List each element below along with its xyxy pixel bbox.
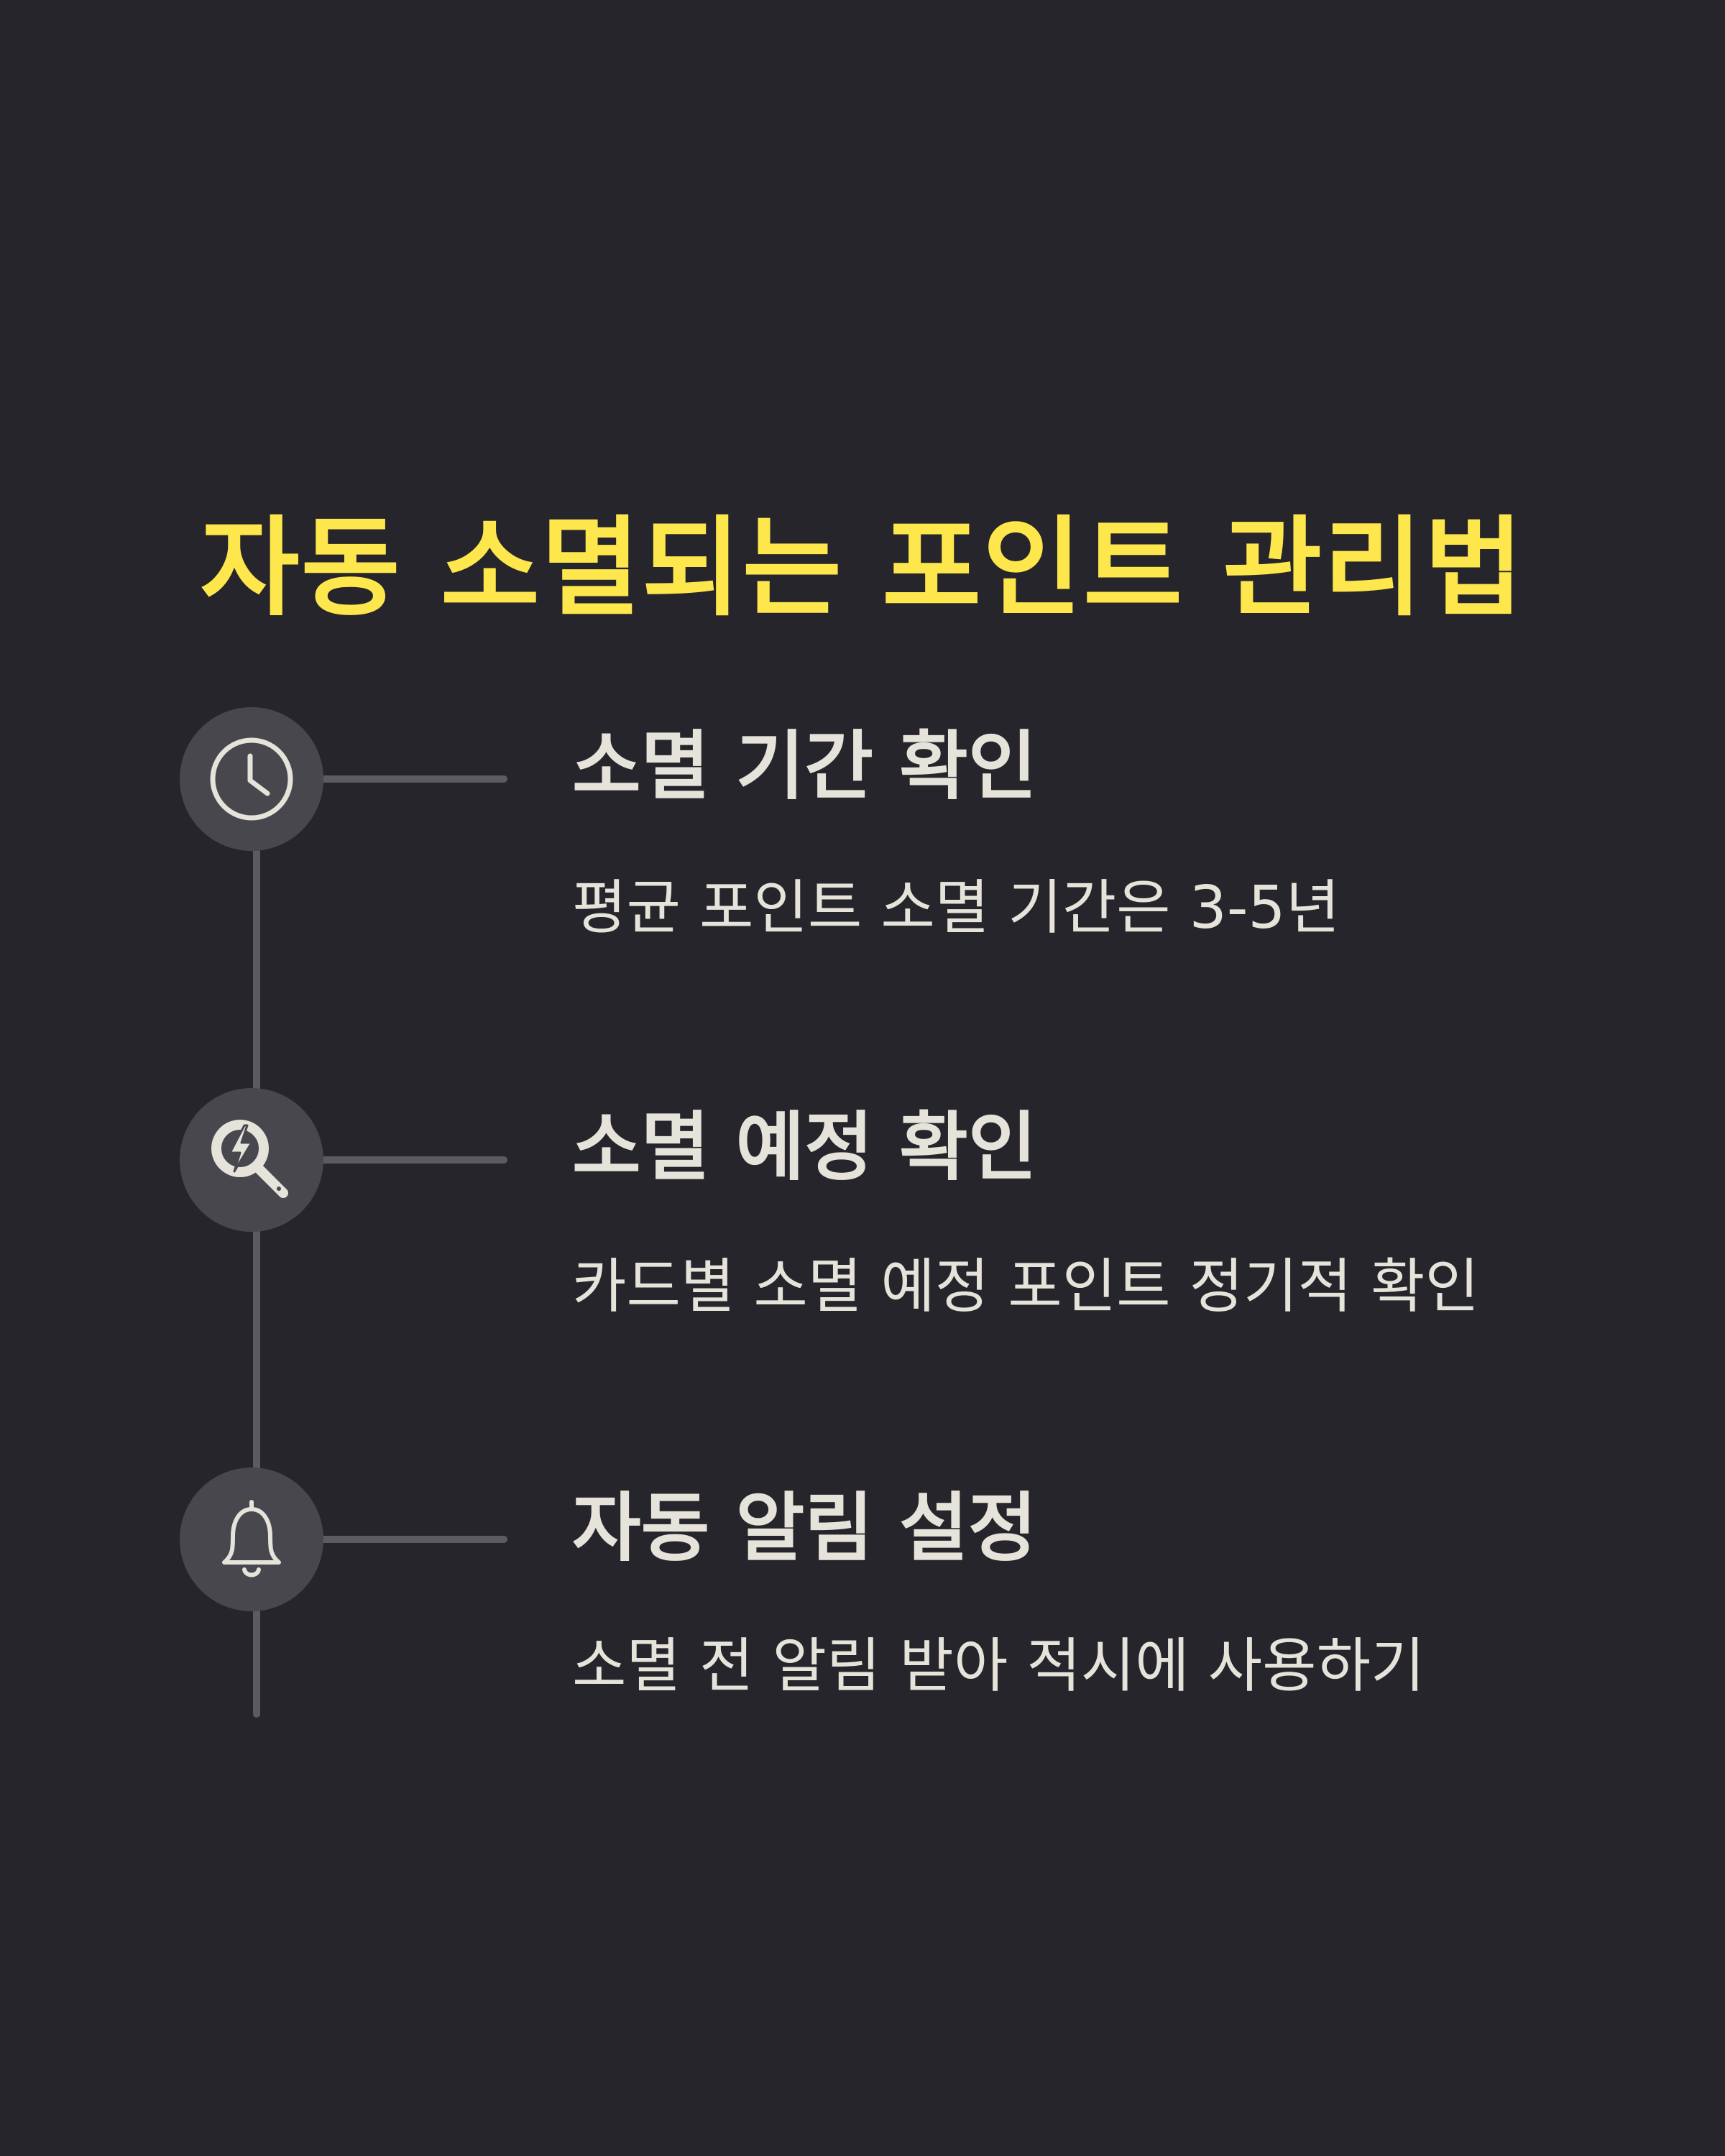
step-title: 자동 알림 설정	[572, 1484, 1037, 1572]
step-connector	[316, 1156, 507, 1164]
step-connector	[316, 1536, 507, 1543]
step-icon-circle	[180, 707, 323, 851]
step-description: 평균 포인트 소멸 기간은 3-5년	[572, 874, 1340, 942]
step-description: 카드별 소멸 예정 포인트 정기적 확인	[572, 1253, 1479, 1321]
bell-icon	[208, 1496, 295, 1583]
step-icon-circle	[180, 1468, 323, 1611]
step-description: 소멸 전 알림 받아 적시에 사용하기	[572, 1632, 1425, 1700]
timeline-line	[253, 791, 260, 1718]
step-icon-circle	[180, 1088, 323, 1232]
search-lightning-icon	[208, 1117, 295, 1203]
step-title: 소멸 기간 확인	[572, 722, 1037, 810]
page-title: 자동 소멸되는 포인트 관리법	[200, 505, 1525, 631]
step-connector	[316, 775, 507, 783]
clock-icon	[208, 736, 295, 822]
step-title: 소멸 예정 확인	[572, 1103, 1037, 1191]
